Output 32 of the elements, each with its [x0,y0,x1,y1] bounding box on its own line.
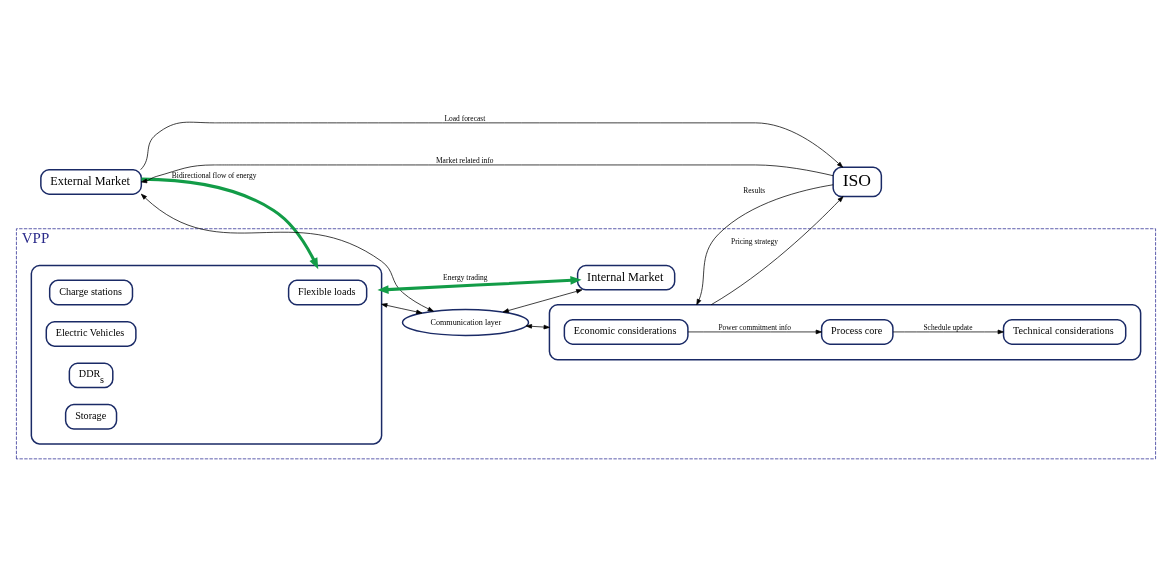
node-box: Technical considerations [1002,318,1127,345]
arrow [687,329,822,335]
arrow [710,196,844,306]
arrow [141,177,319,270]
node-box: Process core [820,318,894,345]
arrow [892,329,1004,335]
arrow [140,121,844,171]
cluster [548,304,1142,361]
node-box: Internal Market [576,264,676,291]
node-box: Charge stations [48,279,134,306]
node-box: Economic considerations [563,318,689,345]
edge-label: Energy trading [443,273,488,283]
arrow [696,184,834,306]
edge-label: Load forecast [444,113,486,123]
arrow [140,164,834,184]
arrow [140,193,434,312]
edge-label: Market related info [435,155,494,165]
node-box: External Market [40,168,143,195]
edge-label: Pricing strategy [731,237,779,247]
arrow [525,324,550,330]
edge-label: Power commitment info [718,322,791,332]
edge-label: Results [743,185,766,195]
edge-label: Bidirectional flow of energy [171,171,257,181]
edge-label: Schedule update [923,322,973,332]
cluster [30,264,383,445]
node-box: ISO [832,166,883,198]
arrow [377,276,582,294]
arrow [502,289,583,313]
node-box: Electric Vehicles [45,321,137,347]
node-box: Storage [64,403,118,430]
node-box: Flexible loads [287,279,368,306]
arrow [381,303,423,315]
